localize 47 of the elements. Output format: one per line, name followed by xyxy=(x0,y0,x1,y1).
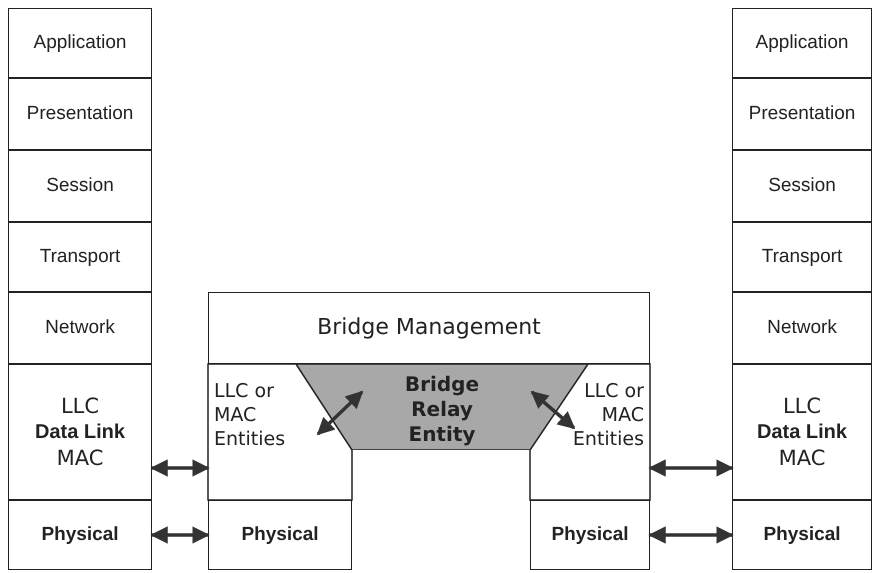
layer-label: Physical xyxy=(763,523,841,547)
double-arrow xyxy=(648,526,734,544)
layer-label: Network xyxy=(45,316,115,340)
layer-box xyxy=(8,8,152,78)
layer-box xyxy=(208,292,650,364)
double-arrow xyxy=(316,390,364,436)
layer-box xyxy=(8,222,152,292)
relay-label: Bridge Relay Entity xyxy=(404,372,480,447)
layer-label: Physical xyxy=(551,523,629,547)
layer-label: Application xyxy=(756,31,848,55)
layer-label: Transport xyxy=(40,245,120,269)
layer-box xyxy=(8,500,152,570)
layer-box xyxy=(732,292,872,364)
layer-box xyxy=(530,500,650,570)
double-arrow xyxy=(150,526,210,544)
sublayer-label: LLC xyxy=(782,393,822,420)
layer-box xyxy=(732,222,872,292)
sublayer-label: LLC xyxy=(60,393,100,420)
layer-box xyxy=(732,150,872,222)
entities-label: LLC or MAC Entities xyxy=(572,380,644,452)
layer-label: Physical xyxy=(241,523,319,547)
sublayer-label: MAC xyxy=(778,444,826,471)
layer-label: Presentation xyxy=(26,102,134,126)
layer-label: Session xyxy=(768,174,836,198)
layer-label: Physical xyxy=(41,523,119,547)
layer-label: Network xyxy=(767,316,837,340)
double-arrow xyxy=(150,459,210,477)
layer-label: Data Link xyxy=(756,420,848,444)
layer-box xyxy=(8,292,152,364)
layer-box xyxy=(8,78,152,150)
layer-box xyxy=(8,364,152,500)
layer-box xyxy=(732,364,872,500)
double-arrow xyxy=(648,459,734,477)
layer-label: Session xyxy=(46,174,114,198)
layer-box xyxy=(732,78,872,150)
layer-box xyxy=(732,8,872,78)
layer-box xyxy=(732,500,872,570)
layer-label: Application xyxy=(34,31,126,55)
layer-box xyxy=(8,150,152,222)
entities-label: LLC or MAC Entities xyxy=(214,380,286,452)
layer-label: Data Link xyxy=(34,420,126,444)
management-label: Bridge Management xyxy=(317,314,541,342)
layer-label: Transport xyxy=(762,245,842,269)
layer-box xyxy=(208,500,352,570)
double-arrow xyxy=(530,390,576,430)
layer-label: Presentation xyxy=(748,102,856,126)
sublayer-label: MAC xyxy=(56,444,104,471)
